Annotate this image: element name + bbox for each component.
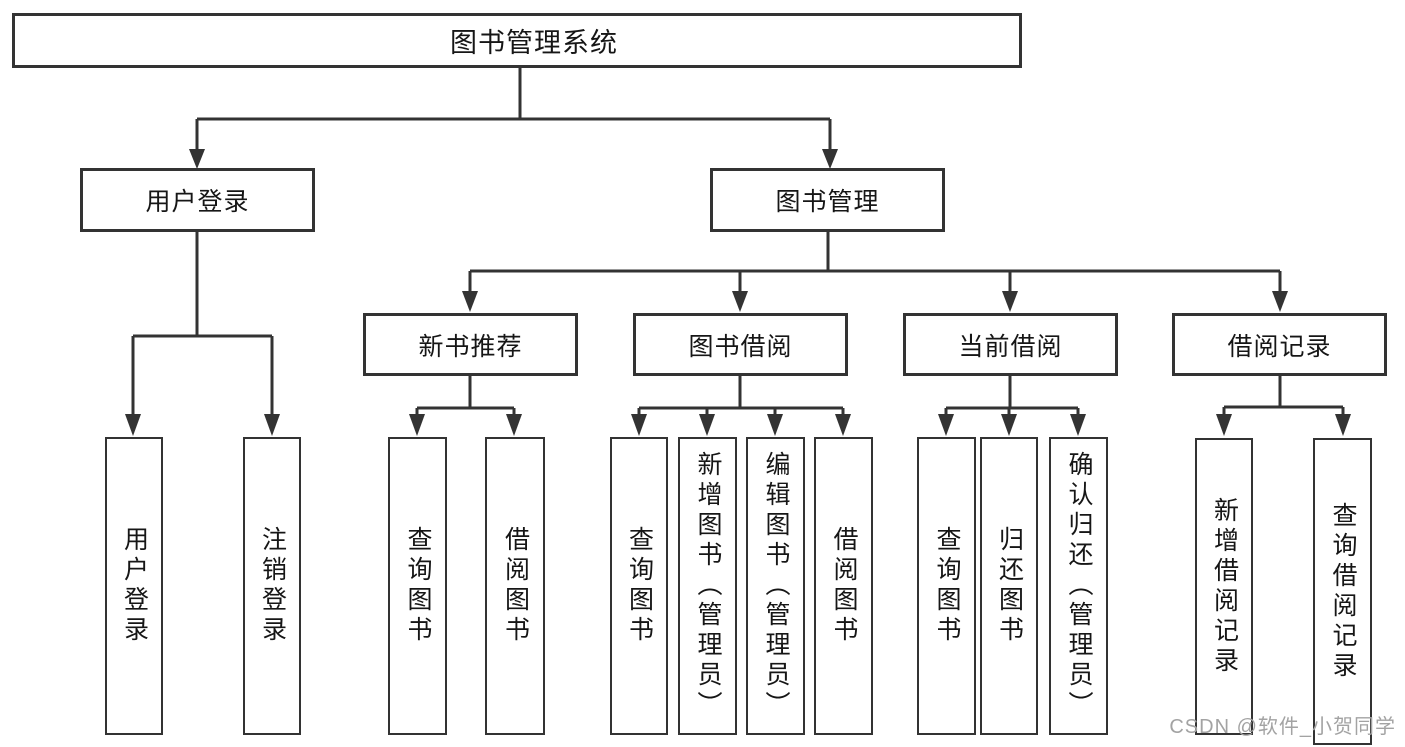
node-user-login: 用户登录 [80, 168, 315, 232]
leaf-confirm-return-admin: 确认归还（管理员） [1049, 437, 1108, 735]
node-current-borrowing: 当前借阅 [903, 313, 1118, 376]
leaf-user-login: 用户登录 [105, 437, 163, 735]
node-borrowing-records: 借阅记录 [1172, 313, 1387, 376]
leaf-query-books-3: 查询图书 [917, 437, 976, 735]
leaf-borrow-books-2: 借阅图书 [814, 437, 873, 735]
node-book-borrowing: 图书借阅 [633, 313, 848, 376]
leaf-query-borrow-record: 查询借阅记录 [1313, 438, 1372, 745]
leaf-query-books-2: 查询图书 [610, 437, 668, 735]
leaf-add-book-admin: 新增图书（管理员） [678, 437, 737, 735]
node-library-system: 图书管理系统 [12, 13, 1022, 68]
leaf-return-books: 归还图书 [980, 437, 1038, 735]
leaf-logout: 注销登录 [243, 437, 301, 735]
leaf-edit-book-admin: 编辑图书（管理员） [746, 437, 805, 735]
leaf-borrow-books-1: 借阅图书 [485, 437, 545, 735]
leaf-add-borrow-record: 新增借阅记录 [1195, 438, 1253, 735]
node-new-book-recommend: 新书推荐 [363, 313, 578, 376]
node-book-management: 图书管理 [710, 168, 945, 232]
leaf-query-books-1: 查询图书 [388, 437, 447, 735]
csdn-watermark: CSDN @软件_小贺同学 [1169, 716, 1396, 738]
